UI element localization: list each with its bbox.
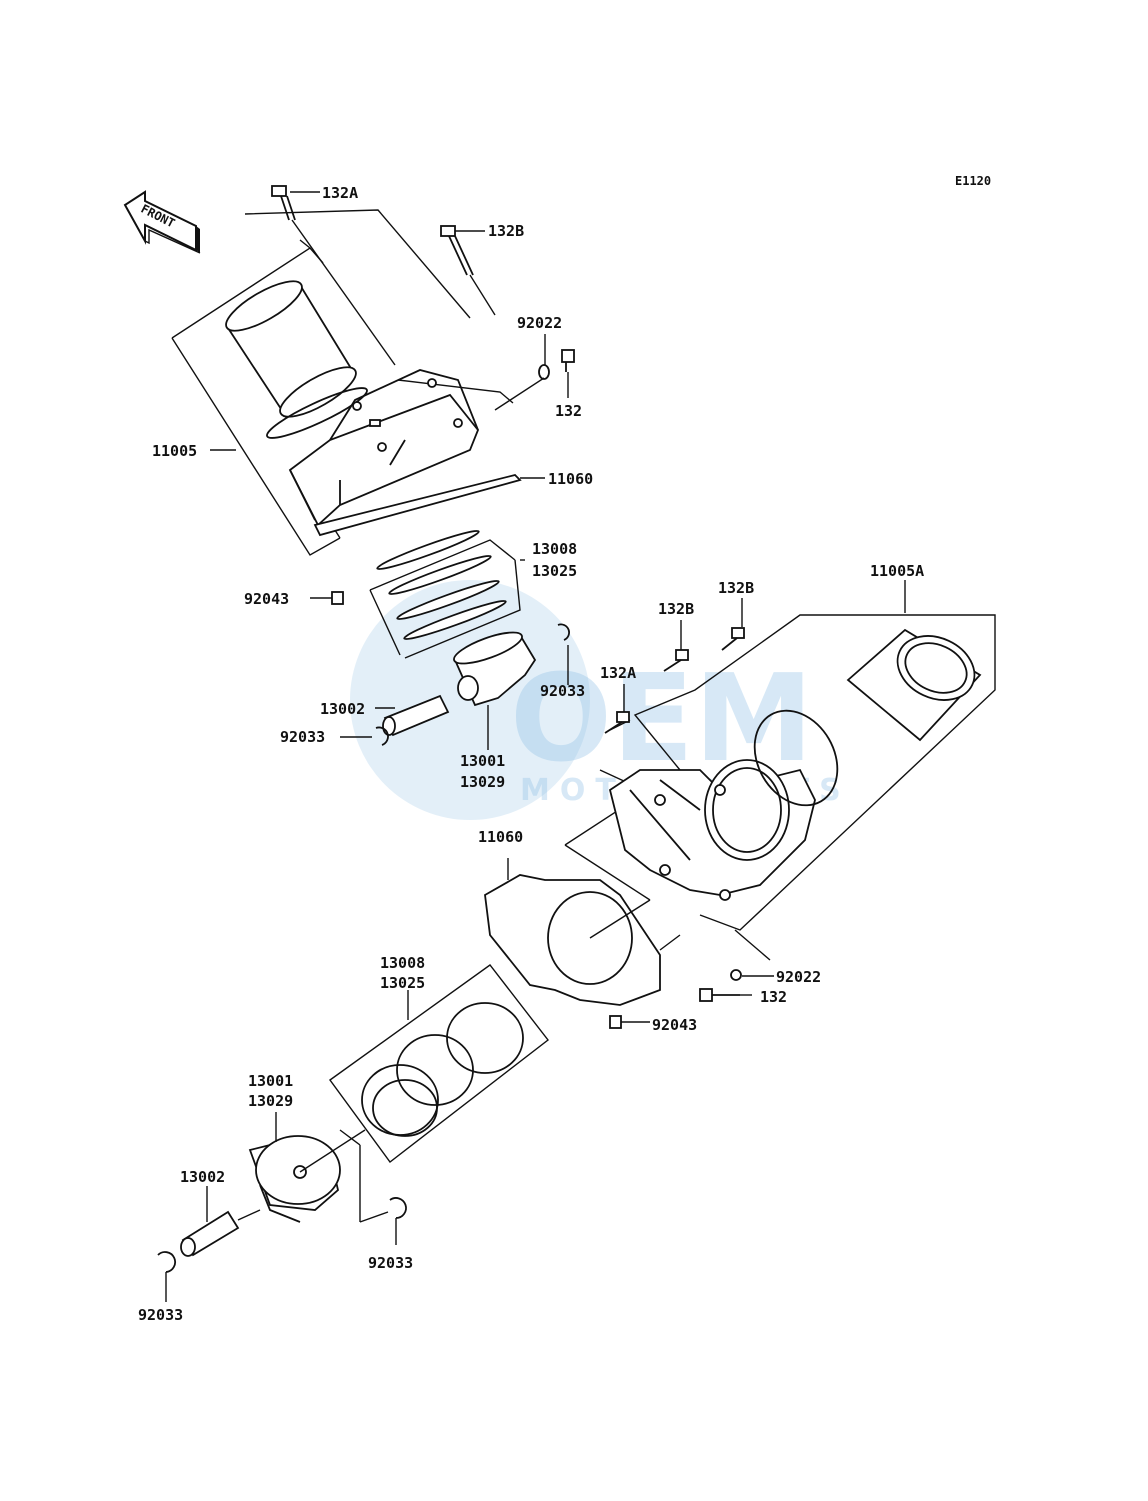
dowel-icon	[310, 591, 344, 605]
piston-pin-icon	[180, 1186, 261, 1257]
bolt-icon	[561, 349, 575, 372]
diagram-code: E1120	[955, 174, 991, 188]
part-label: 92033	[368, 1254, 413, 1272]
washer-icon	[730, 969, 774, 981]
part-labels: 132A 132B 92022 132 11005 11060 13008 13…	[138, 184, 924, 1324]
circlip-icon	[340, 726, 389, 746]
bolt-icon	[663, 649, 689, 672]
circlip-icon	[157, 1251, 176, 1302]
piston-rings-icon	[369, 530, 525, 659]
part-label: 11060	[548, 470, 593, 488]
part-label: 132B	[718, 579, 754, 597]
bolt-icon	[271, 185, 396, 366]
part-label: 11005A	[870, 562, 924, 580]
part-label: 92022	[776, 968, 821, 986]
part-label: 13029	[248, 1092, 293, 1110]
part-label: 92022	[517, 314, 562, 332]
dowel-icon	[609, 1015, 650, 1029]
part-label: 13029	[460, 773, 505, 791]
piston-pin-icon	[375, 694, 450, 737]
part-label: 13025	[532, 562, 577, 580]
circlip-icon	[557, 623, 570, 685]
part-label: 92043	[652, 1016, 697, 1034]
bolt-icon	[440, 225, 496, 316]
part-label: 132B	[658, 600, 694, 618]
part-label: 132B	[488, 222, 524, 240]
part-label: 13002	[320, 700, 365, 718]
part-label: 132A	[322, 184, 358, 202]
part-label: 11060	[478, 828, 523, 846]
circlip-icon	[339, 1129, 407, 1245]
part-label: 92033	[138, 1306, 183, 1324]
part-label: 132	[760, 988, 787, 1006]
bolt-icon	[699, 988, 752, 1002]
part-label: 13001	[248, 1072, 293, 1090]
cylinder-sleeve-icon	[753, 628, 982, 807]
part-label: 132	[555, 402, 582, 420]
cylinder-block-icon	[288, 369, 480, 527]
part-label: 13002	[180, 1168, 225, 1186]
part-label: 13001	[460, 752, 505, 770]
piston-icon	[453, 631, 537, 750]
part-label: 92043	[244, 590, 289, 608]
bolt-icon	[604, 711, 630, 734]
bolt-icon	[721, 627, 745, 651]
part-label: 11005	[152, 442, 197, 460]
piston-icon	[248, 1112, 366, 1223]
piston-rings-icon	[329, 964, 549, 1163]
part-label: 92033	[280, 728, 325, 746]
part-label: 132A	[600, 664, 636, 682]
part-label: 92033	[540, 682, 585, 700]
washer-icon	[494, 364, 550, 411]
part-label: 13008	[380, 954, 425, 972]
part-label: 13008	[532, 540, 577, 558]
cylinder-sleeve-icon	[225, 280, 368, 439]
gasket-icon	[484, 858, 661, 1006]
front-arrow-icon: FRONT	[123, 190, 201, 254]
gasket-icon	[313, 474, 545, 537]
part-label: 13025	[380, 974, 425, 992]
cylinder-block-icon	[608, 759, 816, 901]
